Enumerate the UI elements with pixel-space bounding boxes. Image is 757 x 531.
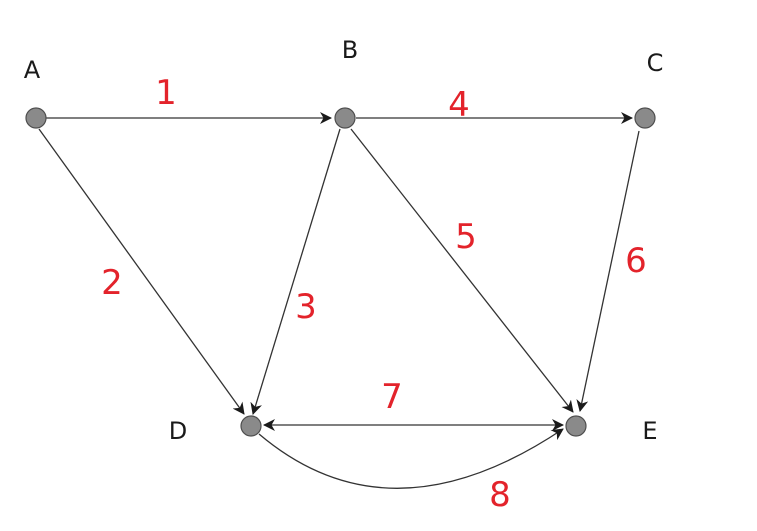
edge-c-e (576, 130, 640, 412)
node-label-d: D (169, 417, 187, 445)
edge-b-e (350, 128, 574, 413)
node-d[interactable] (240, 415, 262, 437)
edge-d-e-curved (258, 428, 564, 489)
edge-b-d (250, 128, 341, 415)
node-a[interactable] (25, 107, 47, 129)
edge-label-8: 8 (489, 475, 511, 515)
node-label-a: A (24, 56, 41, 84)
edge-label-1: 1 (155, 73, 177, 113)
node-label-b: B (342, 36, 358, 64)
edge-label-5: 5 (455, 217, 477, 257)
edge-label-7: 7 (381, 377, 403, 417)
edge-a-d (38, 128, 245, 415)
edge-label-3: 3 (295, 287, 317, 327)
node-label-e: E (642, 417, 657, 445)
edge-label-6: 6 (625, 241, 647, 281)
edge-label-4: 4 (448, 85, 470, 125)
node-e[interactable] (565, 415, 587, 437)
node-label-c: C (647, 49, 664, 77)
node-b[interactable] (334, 107, 356, 129)
edge-label-2: 2 (101, 263, 123, 303)
node-c[interactable] (634, 107, 656, 129)
